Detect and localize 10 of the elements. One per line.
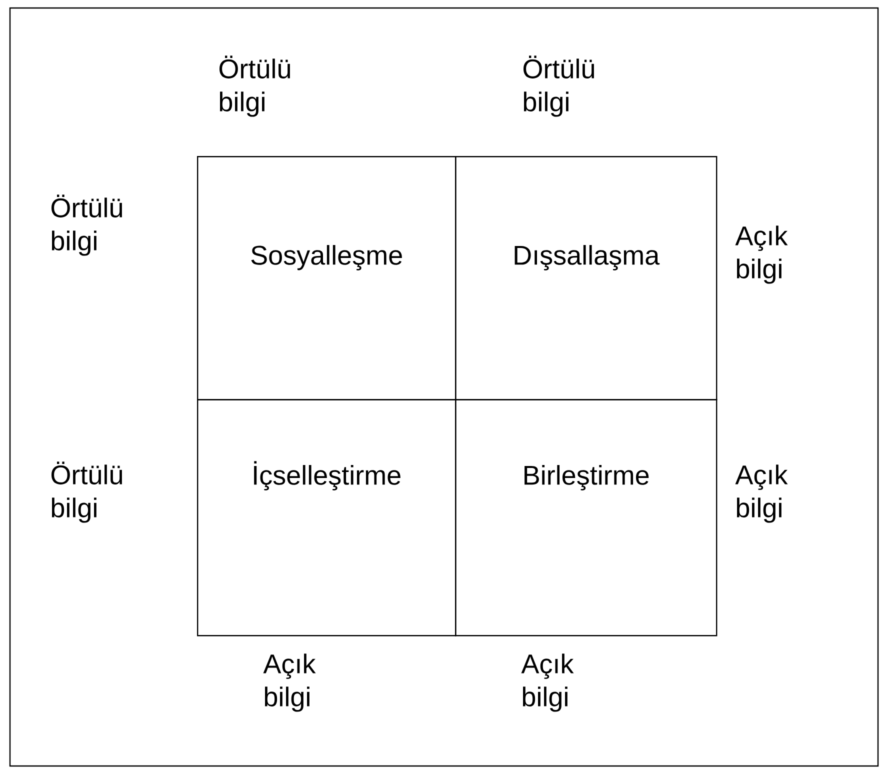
axis-label: Örtülü bilgi xyxy=(51,194,122,256)
quadrant-box: Dışsallaşma xyxy=(455,156,718,400)
axis-label: Örtülü bilgi xyxy=(51,462,122,523)
axis-label: Örtülü bilgi xyxy=(220,56,290,117)
quadrant-box: Sosyalleşme xyxy=(197,156,456,400)
quadrant-box: Birleştirme xyxy=(455,399,718,636)
axis-label: Örtülü bilgi xyxy=(524,56,594,117)
axis-label: Açık bilgi xyxy=(521,654,574,712)
quadrant-box: İçselleştirme xyxy=(197,399,456,636)
axis-label: Açık bilgi xyxy=(735,464,788,523)
